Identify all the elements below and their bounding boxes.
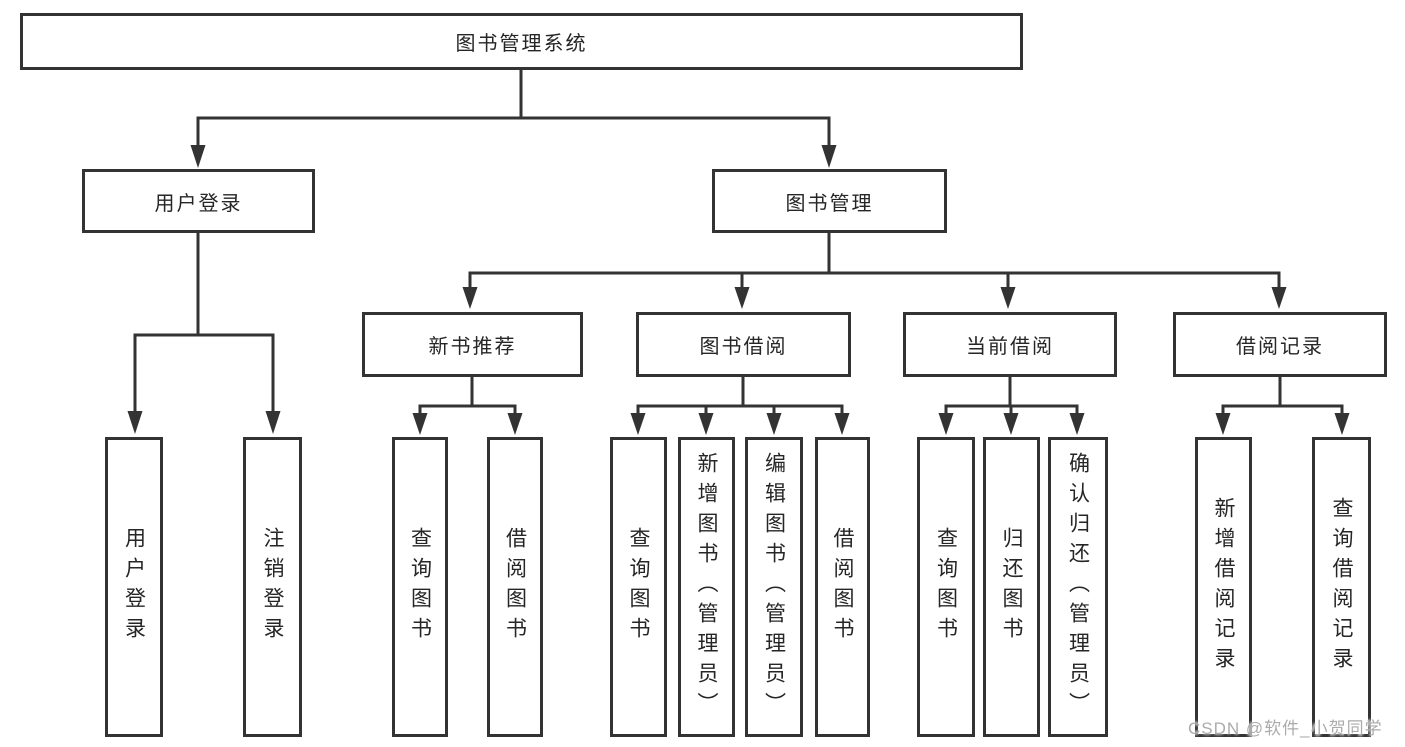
leaf-query-books-1-label: 查询图书 — [408, 527, 432, 647]
node-book-borrow-label: 图书借阅 — [699, 336, 788, 358]
leaf-query-books-2-label: 查询图书 — [627, 527, 650, 647]
leaf-query-books-1: 查询图书 — [392, 437, 448, 737]
node-book-management-label: 图书管理 — [785, 192, 874, 215]
leaf-logout-label: 注销登录 — [261, 527, 284, 647]
leaf-return-book-label: 归还图书 — [1000, 527, 1023, 647]
node-user-login: 用户登录 — [82, 169, 315, 233]
leaf-borrow-books-2: 借阅图书 — [815, 437, 870, 737]
node-current-borrow: 当前借阅 — [903, 312, 1117, 377]
node-borrow-records: 借阅记录 — [1173, 312, 1387, 377]
leaf-borrow-books-1: 借阅图书 — [487, 437, 543, 737]
node-root: 图书管理系统 — [20, 13, 1023, 70]
leaf-user-login-label: 用户登录 — [122, 527, 146, 647]
csdn-watermark: CSDN @软件_小贺同学 — [1188, 719, 1383, 738]
leaf-return-book: 归还图书 — [983, 437, 1040, 737]
node-user-login-label: 用户登录 — [154, 192, 243, 215]
leaf-query-borrow-record-label: 查询借阅记录 — [1330, 497, 1353, 677]
node-current-borrow-label: 当前借阅 — [966, 336, 1054, 358]
leaf-edit-book-admin-label: 编辑图书（管理员） — [762, 452, 786, 722]
leaf-query-books-2: 查询图书 — [610, 437, 667, 737]
node-new-book-recommend-label: 新书推荐 — [428, 336, 517, 358]
leaf-query-books-3: 查询图书 — [917, 437, 975, 737]
leaf-query-borrow-record: 查询借阅记录 — [1312, 437, 1371, 737]
node-borrow-records-label: 借阅记录 — [1236, 336, 1324, 358]
leaf-borrow-books-1-label: 借阅图书 — [503, 527, 527, 647]
leaf-add-book-admin: 新增图书（管理员） — [678, 437, 735, 737]
leaf-edit-book-admin: 编辑图书（管理员） — [745, 437, 803, 737]
node-book-management: 图书管理 — [712, 169, 947, 233]
leaf-user-login: 用户登录 — [105, 437, 163, 737]
leaf-confirm-return-admin-label: 确认归还（管理员） — [1066, 452, 1090, 722]
leaf-confirm-return-admin: 确认归还（管理员） — [1048, 437, 1108, 737]
leaf-add-borrow-record-label: 新增借阅记录 — [1212, 497, 1235, 677]
node-book-borrow: 图书借阅 — [636, 312, 851, 377]
node-root-label: 图书管理系统 — [455, 33, 588, 55]
leaf-add-book-admin-label: 新增图书（管理员） — [695, 452, 718, 722]
leaf-logout: 注销登录 — [243, 437, 302, 737]
leaf-query-books-3-label: 查询图书 — [934, 527, 958, 647]
node-new-book-recommend: 新书推荐 — [362, 312, 583, 377]
leaf-add-borrow-record: 新增借阅记录 — [1195, 437, 1252, 737]
leaf-borrow-books-2-label: 借阅图书 — [831, 527, 854, 647]
